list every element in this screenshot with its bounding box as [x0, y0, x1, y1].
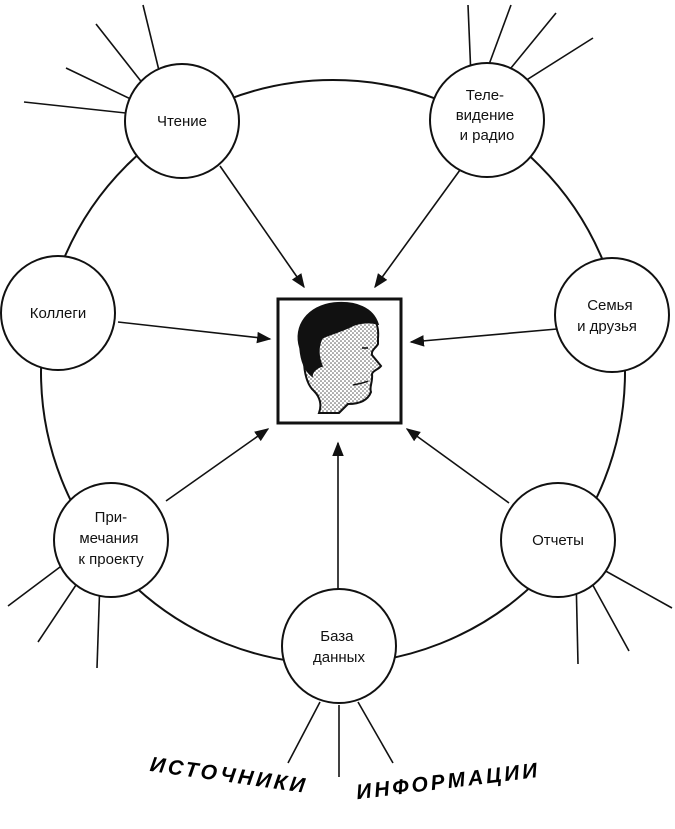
node-label-line: и друзья: [577, 318, 637, 335]
arrow-from-colleagues: [117, 321, 272, 344]
arrow-from-reading: [219, 165, 305, 289]
svg-text:Отчеты: Отчеты: [532, 532, 584, 549]
node-label-line: База: [320, 628, 354, 645]
svg-text:При- мечания к: При- мечания к проекту: [78, 509, 144, 568]
node-label-line: Теле-: [466, 87, 504, 104]
svg-text:Коллеги: Коллеги: [30, 305, 86, 322]
node-reports: Отчеты: [500, 482, 616, 598]
svg-text:База данных: База данных: [313, 628, 365, 666]
node-circle: [500, 482, 616, 598]
node-tv-radio: Теле- видение и радио: [429, 62, 545, 178]
arrow-from-reports: [405, 428, 510, 504]
svg-text:Теле- видение: Теле- видение и радио: [456, 87, 519, 144]
node-label-line: Коллеги: [30, 305, 86, 322]
node-circle: [281, 588, 397, 704]
svg-text:Семья и друзья: Семья и друзья: [577, 297, 637, 335]
arrow-from-tv-radio: [374, 169, 461, 289]
svg-text:Чтение: Чтение: [157, 113, 207, 130]
node-circle: [124, 63, 240, 179]
node-label-line: мечания: [79, 530, 138, 547]
caption-word-2: ИНФОРМАЦИИ: [355, 759, 542, 804]
node-label-line: данных: [313, 649, 365, 666]
node-circle: [0, 255, 116, 371]
source-nodes: Чтение Теле- видение и радио Коллеги Сем…: [0, 62, 670, 704]
node-circle: [554, 257, 670, 373]
node-label-line: Отчеты: [532, 532, 584, 549]
arrow-from-project-notes: [165, 428, 270, 502]
node-label-line: и радио: [460, 127, 515, 144]
node-circle: [429, 62, 545, 178]
node-reading: Чтение: [124, 63, 240, 179]
node-database: База данных: [281, 588, 397, 704]
node-label-line: Семья: [587, 297, 632, 314]
center-person: [276, 297, 403, 425]
node-colleagues: Коллеги: [0, 255, 116, 371]
diagram-caption: ИСТОЧНИКИ ИНФОРМАЦИИ: [149, 753, 542, 804]
node-label-line: к проекту: [78, 551, 144, 568]
node-label-line: При-: [95, 509, 128, 526]
node-label-line: Чтение: [157, 113, 207, 130]
person-head-icon: [297, 301, 383, 414]
node-project-notes: При- мечания к проекту: [53, 482, 169, 598]
node-circle: [53, 482, 169, 598]
arrows: [117, 165, 558, 590]
caption-word-1: ИСТОЧНИКИ: [149, 753, 310, 798]
node-family-friends: Семья и друзья: [554, 257, 670, 373]
node-label-line: видение: [456, 107, 514, 124]
arrow-from-family-friends: [409, 328, 558, 347]
